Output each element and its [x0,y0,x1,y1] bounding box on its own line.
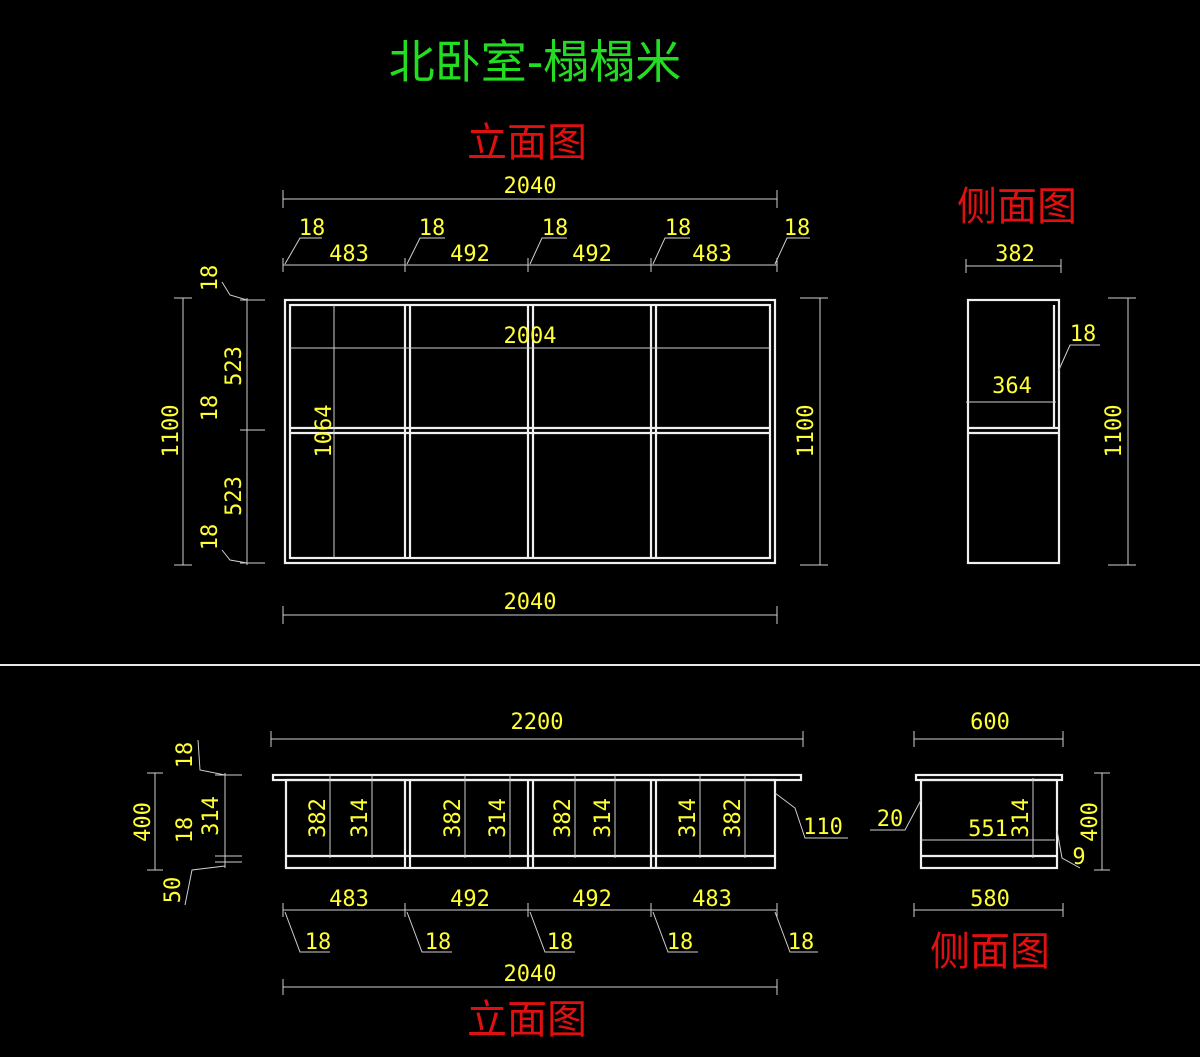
dim-right-total: 1100 [794,405,819,458]
dim-lower-overall-bottom: 2040 [504,962,557,987]
dim-lower-left-part-4: 50 [161,877,186,904]
dim-lower-side-bottom-width: 580 [970,887,1010,912]
dim-side-shelf: 18 [1070,322,1097,347]
leader [774,792,848,839]
leader [1056,829,1081,869]
leader [774,911,818,953]
dim-left-part-5: 18 [198,524,223,551]
dim-left-total: 1100 [159,405,184,458]
dim-lower-left-part-2: 314 [199,796,224,836]
dim-lower-left-part-1: 18 [173,742,198,769]
dim-overall-top: 2040 [504,174,557,199]
leader [1057,344,1100,373]
dim-overall-bottom: 2040 [504,590,557,615]
dim-bay-4: 483 [692,242,732,267]
lower-side-body [919,778,1059,870]
dim-bay1-h1: 382 [306,798,331,838]
leader [774,237,810,265]
dim-inner-height: 1064 [312,405,337,458]
upper-cabinet-inner [288,303,772,560]
dim-bay-1: 483 [329,242,369,267]
dim-panel-5: 18 [784,216,811,241]
upper-side-outer [966,298,1061,565]
lower-side-elevation: 600 551 314 20 9 400 580 [870,710,1110,917]
dim-lower-overall-top: 2200 [511,710,564,735]
leader [221,281,248,301]
lower-side-label: 侧面图 [930,929,1050,975]
dim-side-height: 1100 [1102,405,1127,458]
dim-bay4-h2: 382 [721,798,746,838]
dim-left-part-2: 523 [222,346,247,386]
dim-lower-bay-4: 483 [692,887,732,912]
leader [652,237,690,265]
dim-lower-panel-2: 18 [425,930,452,955]
lower-carcass [284,778,777,870]
upper-side-label: 侧面图 [957,184,1077,230]
upper-front-elevation: 2040 483 492 492 483 18 18 18 18 18 2004… [159,174,828,624]
dim-panel-2: 18 [419,216,446,241]
upper-side-elevation: 382 364 18 1100 [965,242,1136,566]
dim-lower-panel-4: 18 [667,930,694,955]
dim-left-part-1: 18 [198,265,223,292]
dim-bay2-h1: 382 [441,798,466,838]
dim-side-width: 382 [995,242,1035,267]
dim-lower-side-gap: 9 [1072,845,1085,870]
upper-cabinet-outer [283,298,777,565]
dim-panel-1: 18 [299,216,326,241]
dim-panel-4: 18 [665,216,692,241]
leader [184,865,226,906]
upper-front-label: 立面图 [467,120,587,166]
dim-bay3-h2: 314 [591,798,616,838]
dim-lower-side-inner-height: 314 [1009,798,1034,838]
leader [221,549,248,564]
dim-bay1-h2: 314 [348,798,373,838]
dim-lower-side-inner-depth: 551 [968,817,1008,842]
dim-left-part-4: 523 [222,476,247,516]
leader [284,911,330,953]
dim-lower-bay-3: 492 [572,887,612,912]
dim-lower-panel-3: 18 [547,930,574,955]
dim-inner-width: 2004 [504,324,557,349]
dim-lower-left-total: 400 [131,802,156,842]
dim-bay4-h1: 314 [676,798,701,838]
leader [529,237,567,265]
lower-front-elevation: 2200 382 314 382 314 382 314 314 382 110… [131,710,848,995]
dim-lower-panel-5: 18 [788,930,815,955]
leader [529,911,575,953]
dim-lower-bay-2: 492 [450,887,490,912]
leader [197,739,226,776]
dim-bay-3: 492 [572,242,612,267]
leader [870,799,922,831]
leader [406,237,445,265]
dim-lower-side-top-width: 600 [970,710,1010,735]
dim-bay2-h2: 314 [486,798,511,838]
dim-lower-left-part-3: 18 [173,817,198,844]
leader [406,911,452,953]
dim-left-part-3: 18 [198,395,223,422]
dim-lower-side-offset: 20 [877,807,904,832]
dim-lower-bay-1: 483 [329,887,369,912]
lower-front-label: 立面图 [467,997,587,1043]
leader [284,237,322,265]
dim-lower-side-height: 400 [1078,802,1103,842]
dim-panel-3: 18 [542,216,569,241]
dim-bay-2: 492 [450,242,490,267]
dim-side-inner-width: 364 [992,374,1032,399]
drawing-title: 北卧室-榻榻米 [389,35,682,89]
dim-overhang: 110 [803,815,843,840]
dim-bay3-h1: 382 [551,798,576,838]
leader [652,911,698,953]
dim-lower-panel-1: 18 [305,930,332,955]
